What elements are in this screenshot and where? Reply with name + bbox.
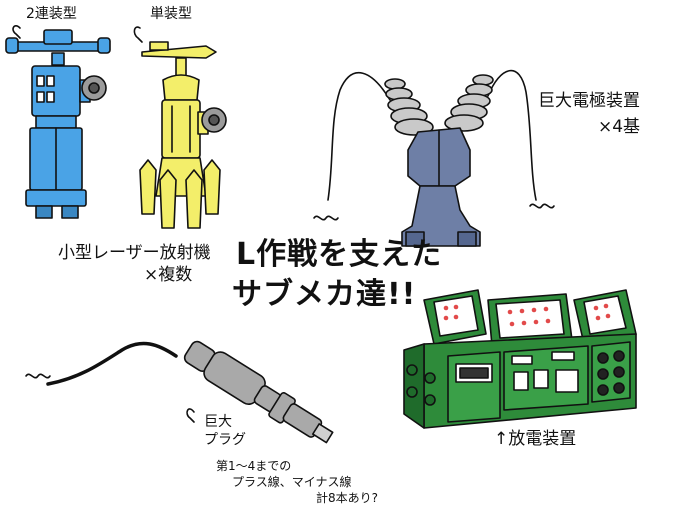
electrode-cable-end-left [313, 215, 339, 221]
discharge-device-label: ↑放電装置 [494, 429, 577, 449]
electrode-cable-end-right [529, 203, 555, 209]
plug-note-line-1: 第1〜4までの [216, 459, 292, 473]
plug-arrow [186, 408, 195, 423]
giant-plug-label-1: 巨大 [204, 414, 232, 430]
giant-electrode-device [327, 69, 537, 247]
plug-cable-end [25, 373, 51, 379]
small-laser-label: 小型レーザー放射機 [58, 243, 211, 263]
blue-laser-robot [5, 29, 111, 219]
headline-line-2: サブメカ達!! [232, 277, 417, 312]
twin-type-arrow [12, 25, 21, 39]
four-units-label: ×4基 [598, 117, 641, 137]
giant-plug [46, 340, 334, 444]
giant-electrode-label: 巨大電極装置 [538, 91, 640, 111]
twin-type-label: 2連装型 [26, 6, 77, 22]
yellow-laser-robot [139, 41, 227, 229]
giant-plug-label-2: プラグ [204, 432, 246, 448]
plug-note-line-2: プラス線、マイナス線 [232, 475, 352, 489]
headline-line-1: L作戦を支えた [236, 237, 443, 272]
single-type-arrow [133, 26, 143, 43]
multiple-count-label: ×複数 [144, 265, 193, 285]
plug-note-line-3: 計8本あり? [316, 491, 379, 505]
single-type-label: 単装型 [150, 6, 192, 22]
discharge-device [403, 289, 637, 429]
